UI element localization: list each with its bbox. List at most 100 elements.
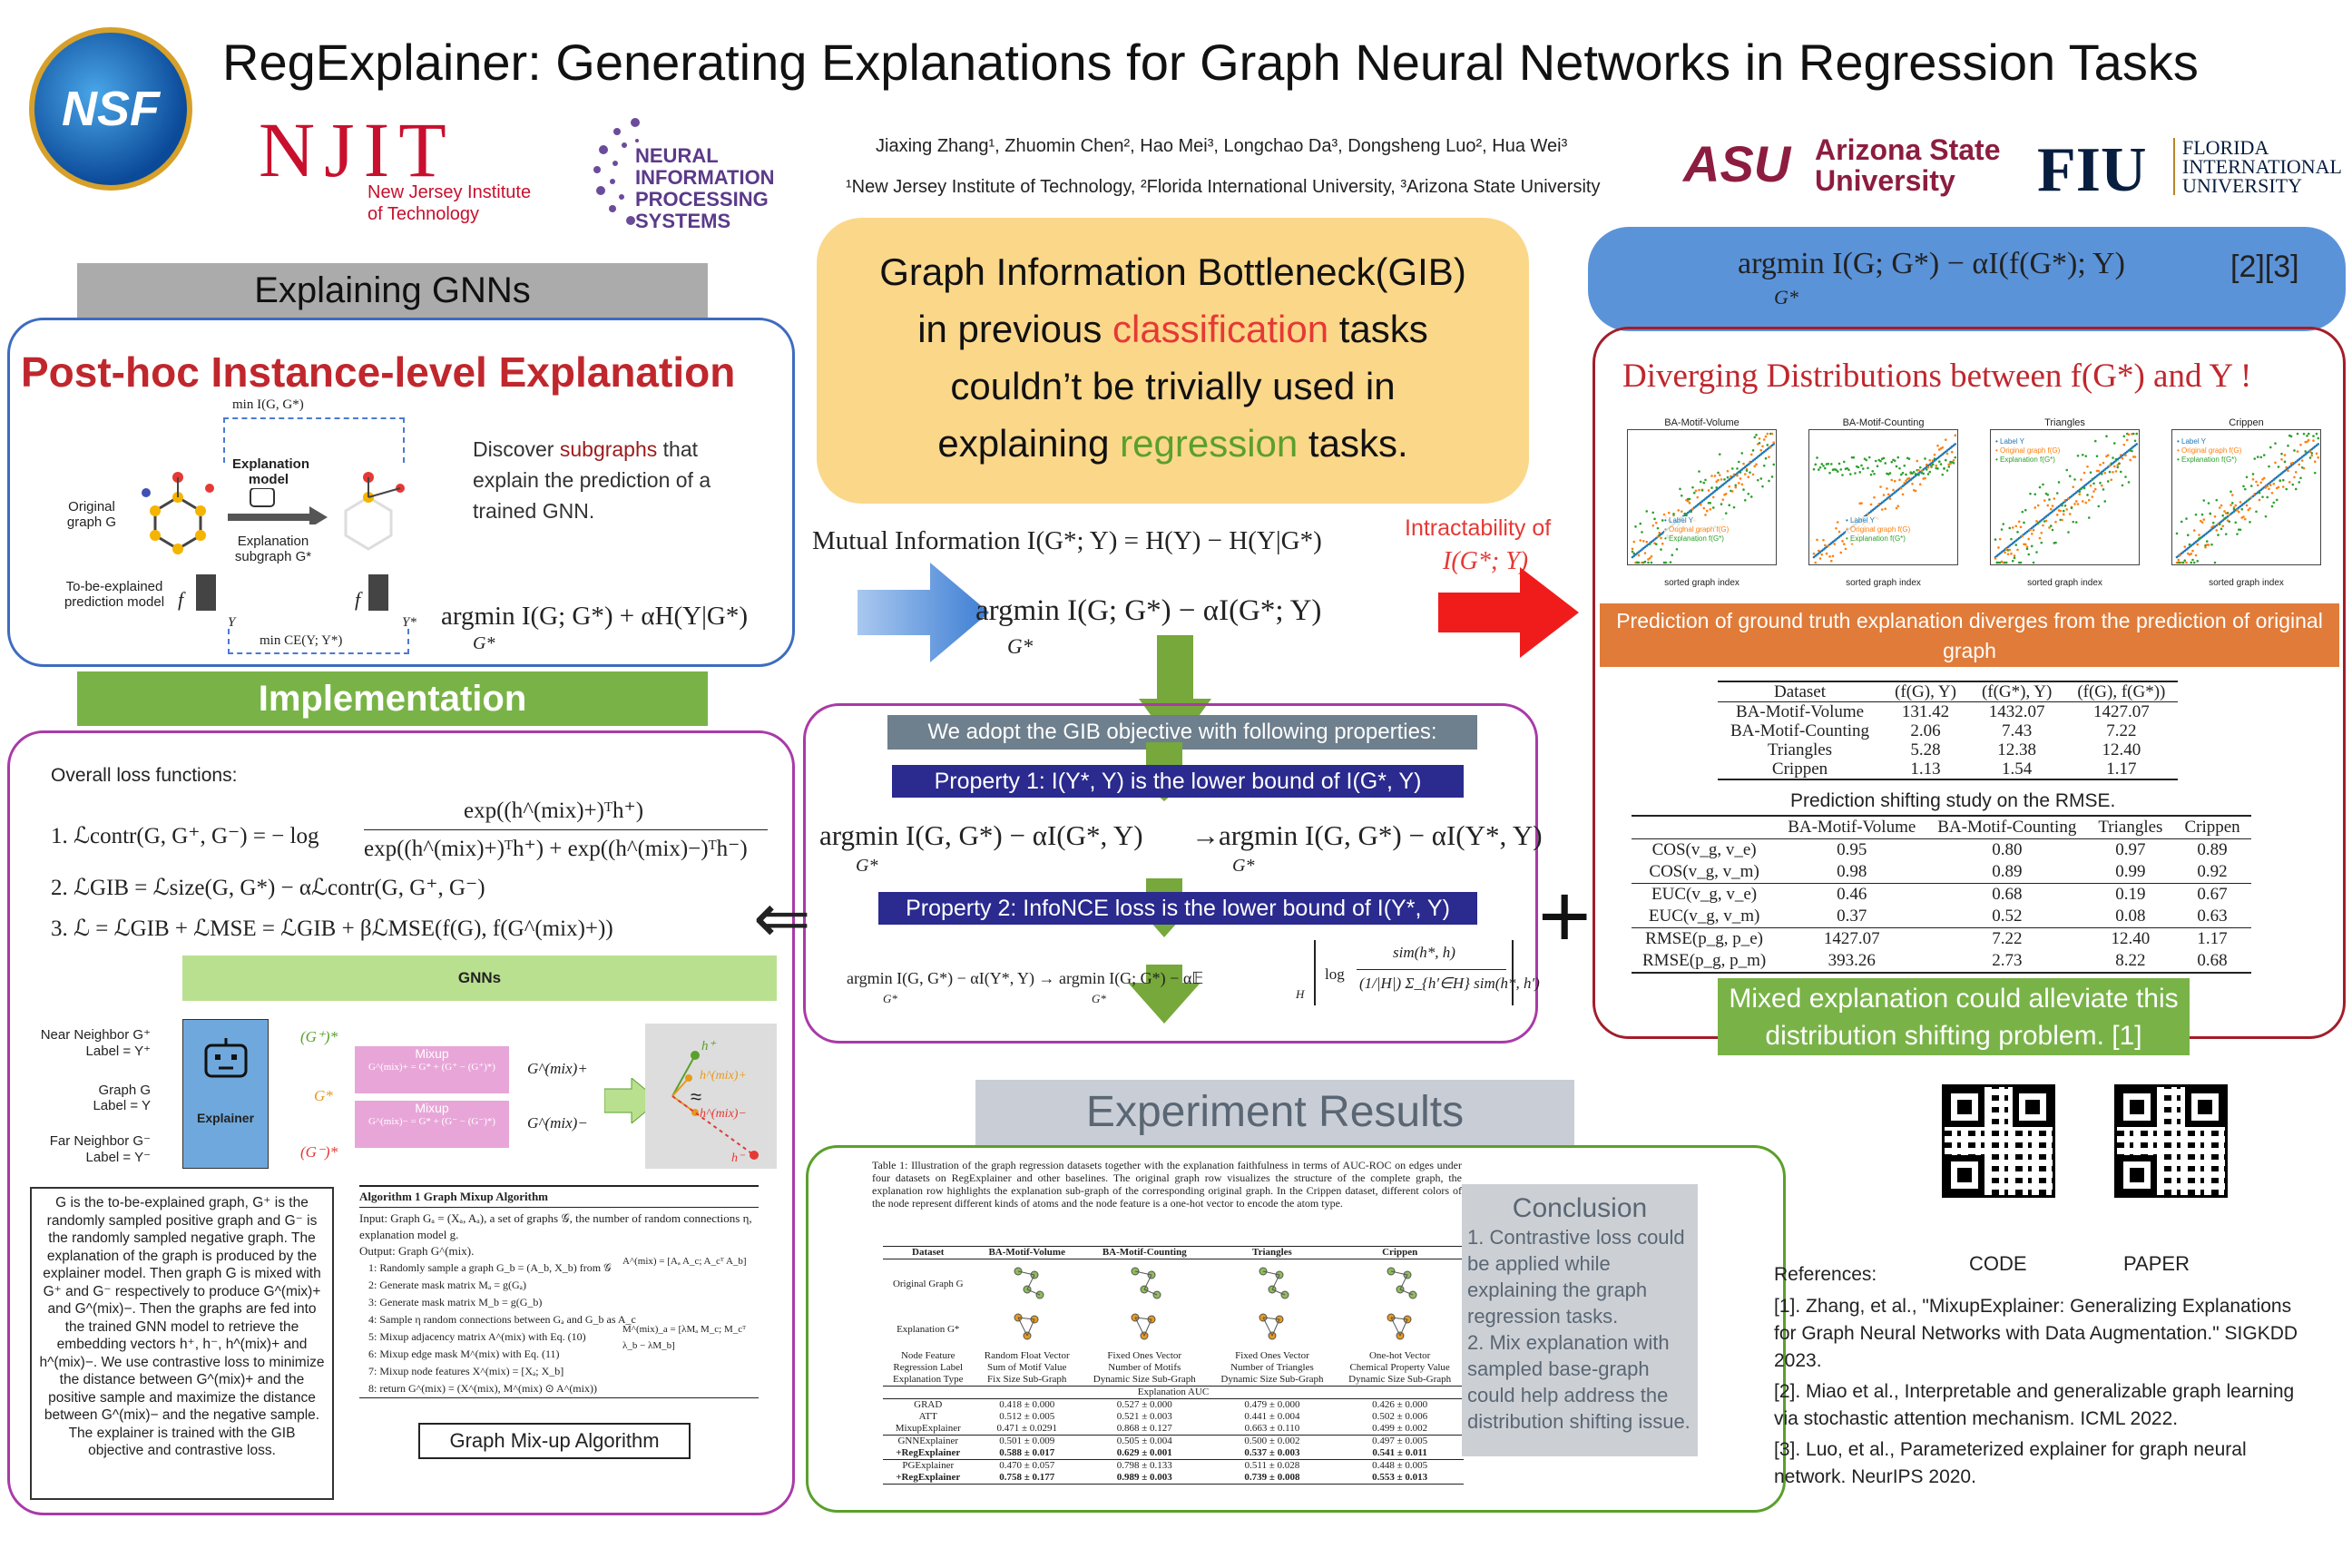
gib-line2-suffix: tasks xyxy=(1328,308,1428,350)
properties-header: We adopt the GIB objective with followin… xyxy=(887,715,1477,750)
table-cell: COS(v_g, v_m) xyxy=(1649,862,1759,881)
plot-point xyxy=(2055,514,2059,516)
plot-point xyxy=(1726,479,1730,483)
plot-point xyxy=(1770,475,1774,478)
plot-point xyxy=(2014,524,2018,528)
gib-line2-prefix: in previous xyxy=(917,308,1112,350)
table-cell: 0.512 ± 0.005 xyxy=(999,1410,1055,1422)
plot-point xyxy=(2089,471,2092,474)
gib-objective: argmin I(G; G*) − αI(G*; Y) xyxy=(975,594,1322,627)
plot-point xyxy=(2024,543,2027,546)
plot-point xyxy=(2308,450,2312,454)
plot-point xyxy=(2112,462,2114,465)
plot-point xyxy=(2017,536,2021,540)
plot-point xyxy=(2245,475,2249,479)
plot-point xyxy=(2299,456,2302,460)
plot-point xyxy=(1861,467,1865,470)
plot-point xyxy=(1762,438,1766,441)
plot-point xyxy=(1892,488,1895,492)
plot-point xyxy=(2213,525,2217,528)
plot-point xyxy=(2106,454,2110,457)
plot-point xyxy=(1772,463,1776,466)
graph-image-cell xyxy=(1081,1259,1209,1309)
near-neighbor-label: Near Neighbor G⁺ Label = Y⁺ xyxy=(40,1027,151,1059)
references-list: [1]. Zhang, et al., "MixupExplainer: Gen… xyxy=(1774,1293,2318,1494)
plot-point xyxy=(1742,462,1745,466)
qr-finder xyxy=(2185,1087,2225,1127)
plot-point xyxy=(2239,528,2242,532)
plot-point xyxy=(1890,494,1894,496)
plot-point xyxy=(1936,444,1939,447)
table-cell: 0.588 ± 0.017 xyxy=(999,1446,1055,1458)
algorithm-step: 8: return G^(mix) = (X^(mix), M^(mix) ⊙ … xyxy=(368,1382,597,1395)
explainer-block: Explainer xyxy=(182,1019,269,1169)
algorithm-step: 7: Mixup node features X^(mix) = [Xₐ; X_… xyxy=(368,1365,564,1377)
gib-classification: classification xyxy=(1112,308,1329,350)
plot-point xyxy=(2294,471,2298,474)
plot-point xyxy=(1661,542,1664,545)
transform-2-left: argmin I(G, G*) − αI(Y*, Y) → argmin I(G… xyxy=(847,969,1204,987)
plot-point xyxy=(1954,434,1957,437)
table-cell: Dynamic Size Sub-Graph xyxy=(1093,1373,1196,1385)
plot-point xyxy=(1831,540,1835,544)
plot-point xyxy=(1710,492,1713,495)
plot-point xyxy=(1677,509,1681,512)
poster-title: RegExplainer: Generating Explanations fo… xyxy=(222,34,2199,91)
plot-point xyxy=(2209,529,2212,532)
plot-point xyxy=(2186,546,2190,550)
plot-point xyxy=(2000,528,2004,531)
plot-point xyxy=(2040,541,2043,544)
plot-point xyxy=(2224,516,2228,519)
plot-point xyxy=(2236,508,2239,512)
plot-point xyxy=(1680,510,1683,513)
plot-xlabel: sorted graph index xyxy=(2209,578,2284,588)
plot-point xyxy=(2230,513,2232,515)
plot-point xyxy=(1650,554,1653,558)
qr-finder xyxy=(1945,1155,1984,1195)
plot-point xyxy=(2043,516,2046,519)
plot-point xyxy=(2220,504,2223,507)
plot-point xyxy=(1759,448,1763,452)
plot-point xyxy=(1917,468,1920,472)
graph-image-cell xyxy=(1209,1309,1337,1350)
plot-point xyxy=(1672,513,1675,515)
plot-point xyxy=(2035,551,2038,554)
algorithm-output: Output: Graph G^(mix). xyxy=(359,1244,475,1258)
table-cell: 0.448 ± 0.005 xyxy=(1372,1459,1428,1471)
plot-point xyxy=(1867,466,1869,470)
plot-point xyxy=(1699,503,1702,506)
plot-point xyxy=(2068,495,2072,499)
plot-point xyxy=(2043,499,2046,502)
plot-point xyxy=(1884,462,1887,465)
plot-point xyxy=(1699,480,1702,484)
plot-point xyxy=(1710,475,1713,477)
table-cell: 0.441 ± 0.004 xyxy=(1244,1410,1300,1422)
h-minus-label: h⁻ xyxy=(731,1152,745,1165)
plot-point xyxy=(2256,484,2259,487)
plot-point xyxy=(2259,456,2263,459)
plot-point xyxy=(1715,488,1719,492)
plot-point xyxy=(2112,456,2114,459)
plot-point xyxy=(2256,456,2259,458)
qr-code[interactable] xyxy=(1942,1084,2055,1198)
plot-point xyxy=(1918,466,1922,469)
qr-paper[interactable] xyxy=(2114,1084,2228,1198)
table-cell: 0.541 ± 0.011 xyxy=(1372,1446,1427,1458)
loss-title: Overall loss functions: xyxy=(51,765,238,786)
plot-point xyxy=(1758,437,1761,440)
explanation-row: Explanation G* xyxy=(883,1309,1464,1350)
plot-point xyxy=(1838,462,1841,466)
plot-point xyxy=(1839,468,1843,471)
graph-thumbnail-icon xyxy=(1387,1267,1417,1299)
plot-point xyxy=(1835,526,1838,530)
plot-point xyxy=(2202,499,2206,502)
plot-point xyxy=(2125,450,2129,454)
plot-point xyxy=(1898,478,1901,482)
plot-point xyxy=(1869,503,1873,506)
plot-point xyxy=(1755,463,1758,466)
fraction-bar xyxy=(1357,969,1506,970)
